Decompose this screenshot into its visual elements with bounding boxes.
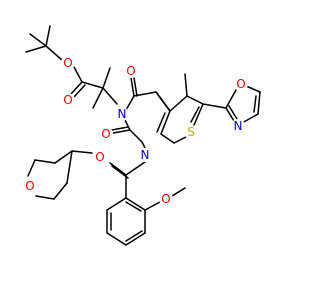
bond (66, 150, 73, 184)
atom-o-thp: O (23, 179, 37, 193)
atom-label: N (118, 107, 127, 121)
atom-label: N (141, 148, 150, 162)
atom-o-oxazole: O (234, 77, 248, 91)
bond (109, 162, 127, 176)
bond (45, 25, 51, 47)
bond (257, 91, 261, 115)
bond (129, 129, 143, 143)
bond (29, 33, 47, 47)
bond (173, 136, 187, 144)
atom-label: O (236, 77, 245, 91)
bond (34, 159, 56, 164)
bond (125, 201, 142, 212)
atom-o-c4-carbonyl: O (124, 64, 138, 78)
bond (27, 159, 36, 177)
atom-label: O (161, 192, 170, 206)
bond (186, 95, 204, 105)
atom-o-ether: O (93, 150, 107, 164)
bond (130, 77, 135, 97)
bond (125, 197, 146, 211)
molecule-structure: O O O O N N S O (23, 25, 261, 246)
bond (25, 45, 47, 53)
bond (53, 182, 68, 200)
bond (169, 95, 188, 112)
atom-o-methoxy: O (159, 192, 173, 206)
atom-o-ester-carbonyl: O (61, 93, 75, 107)
molecule-canvas: O O O O N N S O (23, 25, 261, 246)
atom-n3: N (115, 107, 129, 121)
bond (190, 106, 200, 123)
bond (35, 195, 55, 200)
atom-label: O (63, 93, 72, 107)
bond (70, 81, 83, 95)
atom-o-c2-carbonyl: O (99, 127, 113, 141)
bond (111, 165, 129, 179)
bond (71, 150, 93, 154)
bond (253, 95, 257, 113)
bond (225, 89, 237, 109)
bond (125, 230, 143, 242)
atom-label: N (234, 119, 243, 133)
bond (92, 87, 104, 109)
atom-label: O (95, 150, 104, 164)
bond (241, 113, 259, 124)
bond (106, 197, 127, 211)
atom-label: O (126, 64, 135, 78)
bond (106, 232, 127, 246)
bond (202, 103, 227, 109)
bond (144, 201, 161, 211)
bond (102, 87, 118, 105)
atom-s-thiophene: S (184, 125, 198, 139)
atom-o-ester-ether: O (61, 56, 75, 70)
bond (228, 105, 238, 120)
atom-label: O (63, 56, 72, 70)
bond (125, 95, 135, 111)
bond (112, 129, 131, 134)
bond (133, 77, 138, 97)
bond (245, 85, 261, 93)
atom-label: O (101, 127, 110, 141)
bond (125, 232, 146, 246)
bond (141, 141, 146, 149)
bond (156, 112, 166, 133)
bond (184, 73, 188, 97)
bond (81, 81, 104, 89)
bond (73, 84, 86, 98)
bond (160, 110, 171, 135)
bond (225, 107, 235, 122)
bond (133, 91, 157, 97)
bond (102, 67, 111, 89)
atom-n1: N (138, 148, 152, 162)
atom-layer: O O O O N N S O (23, 56, 248, 206)
atom-label: S (187, 125, 195, 139)
bond-layer (25, 25, 261, 246)
bond (111, 126, 129, 131)
bond (155, 91, 171, 112)
bond (171, 187, 186, 197)
bond (160, 133, 175, 144)
bond (193, 103, 204, 126)
bond (125, 161, 146, 176)
bond (54, 150, 73, 164)
bond (73, 66, 83, 83)
bond (45, 45, 63, 61)
atom-n-oxazole: N (231, 119, 245, 133)
atom-label: O (25, 179, 34, 193)
